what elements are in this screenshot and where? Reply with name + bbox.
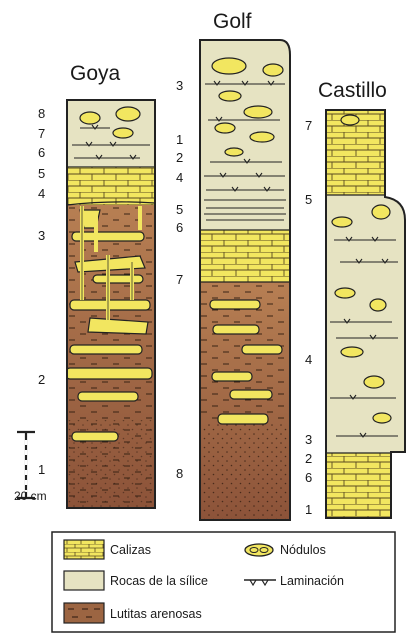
nodule-icon	[245, 544, 273, 556]
golf-level: 8	[176, 466, 183, 481]
castillo-column	[326, 110, 406, 518]
legend-label-calizas: Calizas	[110, 543, 151, 557]
goya-level: 2	[38, 372, 45, 387]
golf-level: 6	[176, 220, 183, 235]
golf-level: 3	[176, 78, 183, 93]
legend-swatch-rocas-silice	[64, 571, 104, 590]
legend-swatch-lutitas	[64, 603, 104, 623]
goya-level: 3	[38, 228, 45, 243]
castillo-level-labels: 7 5 4 3 2 6 1	[305, 118, 312, 517]
golf-level: 4	[176, 170, 183, 185]
castillo-title: Castillo	[318, 79, 387, 102]
goya-level: 6	[38, 145, 45, 160]
golf-level: 1	[176, 132, 183, 147]
goya-level-labels: 8 7 6 5 4 3 2 1	[38, 106, 45, 477]
goya-column	[66, 100, 155, 508]
golf-level: 7	[176, 272, 183, 287]
legend: Calizas Rocas de la sílice Lutitas areno…	[52, 532, 395, 632]
goya-level: 7	[38, 126, 45, 141]
golf-column	[200, 40, 290, 520]
goya-level: 8	[38, 106, 45, 121]
castillo-level: 4	[305, 352, 312, 367]
scale-bar-label: 20 cm	[14, 489, 47, 503]
golf-title: Golf	[213, 10, 252, 33]
goya-level: 5	[38, 166, 45, 181]
legend-swatch-calizas	[64, 540, 104, 559]
castillo-level: 1	[305, 502, 312, 517]
castillo-level: 2	[305, 451, 312, 466]
castillo-level: 7	[305, 118, 312, 133]
golf-level: 5	[176, 202, 183, 217]
castillo-level: 6	[305, 470, 312, 485]
castillo-level: 5	[305, 192, 312, 207]
legend-label-laminacion: Laminación	[280, 574, 344, 588]
goya-level: 4	[38, 186, 45, 201]
goya-title: Goya	[70, 62, 121, 85]
castillo-level: 3	[305, 432, 312, 447]
legend-label-nodulos: Nódulos	[280, 543, 326, 557]
golf-level-labels: 3 1 2 4 5 6 7 8	[176, 78, 183, 481]
goya-level: 1	[38, 462, 45, 477]
legend-label-rocas-silice: Rocas de la sílice	[110, 574, 208, 588]
legend-label-lutitas: Lutitas arenosas	[110, 607, 202, 621]
golf-level: 2	[176, 150, 183, 165]
